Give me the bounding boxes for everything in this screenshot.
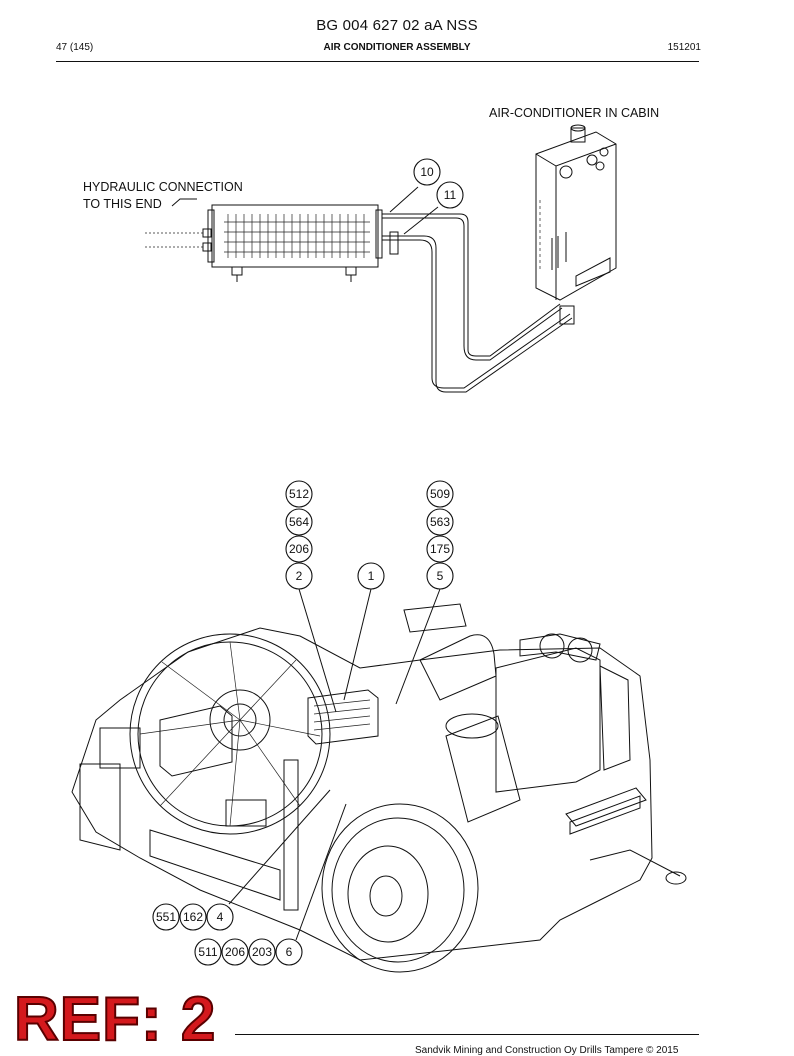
- svg-text:11: 11: [444, 188, 457, 202]
- callout-1: 1: [357, 562, 385, 590]
- svg-text:509: 509: [430, 487, 450, 501]
- header-rule: [56, 61, 699, 62]
- callout-203: 203: [248, 938, 276, 966]
- callout-509: 509: [426, 480, 454, 508]
- svg-text:6: 6: [286, 945, 293, 959]
- svg-text:10: 10: [420, 165, 434, 179]
- svg-text:206: 206: [289, 542, 309, 556]
- callout-5: 5: [426, 562, 454, 590]
- callout-563: 563: [426, 508, 454, 536]
- svg-text:512: 512: [289, 487, 309, 501]
- hydraulic-label-line1: HYDRAULIC CONNECTION: [83, 180, 243, 194]
- page-title: AIR CONDITIONER ASSEMBLY: [323, 42, 471, 53]
- svg-text:203: 203: [252, 945, 272, 959]
- callout-175: 175: [426, 535, 454, 563]
- callout-10: 10: [413, 158, 441, 186]
- callout-512: 512: [285, 480, 313, 508]
- svg-text:564: 564: [289, 515, 309, 529]
- svg-text:162: 162: [183, 910, 203, 924]
- refrigerant-hoses: [382, 213, 573, 393]
- ref-stamp: REF: 2: [13, 984, 217, 1055]
- svg-text:175: 175: [430, 542, 450, 556]
- rig-overview-drawing: [71, 603, 687, 973]
- svg-text:2: 2: [296, 569, 303, 583]
- callout-162: 162: [179, 903, 207, 931]
- svg-text:563: 563: [430, 515, 450, 529]
- page-number: 47 (145): [56, 42, 94, 53]
- callout-511: 511: [194, 938, 222, 966]
- date-code: 151201: [667, 42, 701, 53]
- callout-551: 551: [152, 903, 180, 931]
- svg-text:511: 511: [198, 945, 217, 959]
- svg-text:551: 551: [156, 910, 176, 924]
- callout-2: 2: [285, 562, 313, 590]
- cabin-label: AIR-CONDITIONER IN CABIN: [489, 106, 660, 120]
- svg-text:1: 1: [368, 569, 375, 583]
- callout-11: 11: [436, 181, 464, 209]
- condenser-unit-drawing: [145, 198, 399, 282]
- hydraulic-label-line2: TO THIS END: [83, 197, 162, 211]
- cabin-ac-unit-drawing: [535, 124, 617, 325]
- callout-206-upper: 206: [285, 535, 313, 563]
- footer-copyright: Sandvik Mining and Construction Oy Drill…: [415, 1045, 679, 1056]
- svg-text:5: 5: [437, 569, 444, 583]
- callout-6: 6: [275, 938, 303, 966]
- svg-text:206: 206: [225, 945, 245, 959]
- callout-206-lower: 206: [221, 938, 249, 966]
- callout-564: 564: [285, 508, 313, 536]
- callout-4: 4: [206, 903, 234, 931]
- footer-rule: [235, 1034, 699, 1035]
- svg-text:4: 4: [217, 910, 224, 924]
- document-number: BG 004 627 02 aA NSS: [316, 17, 478, 34]
